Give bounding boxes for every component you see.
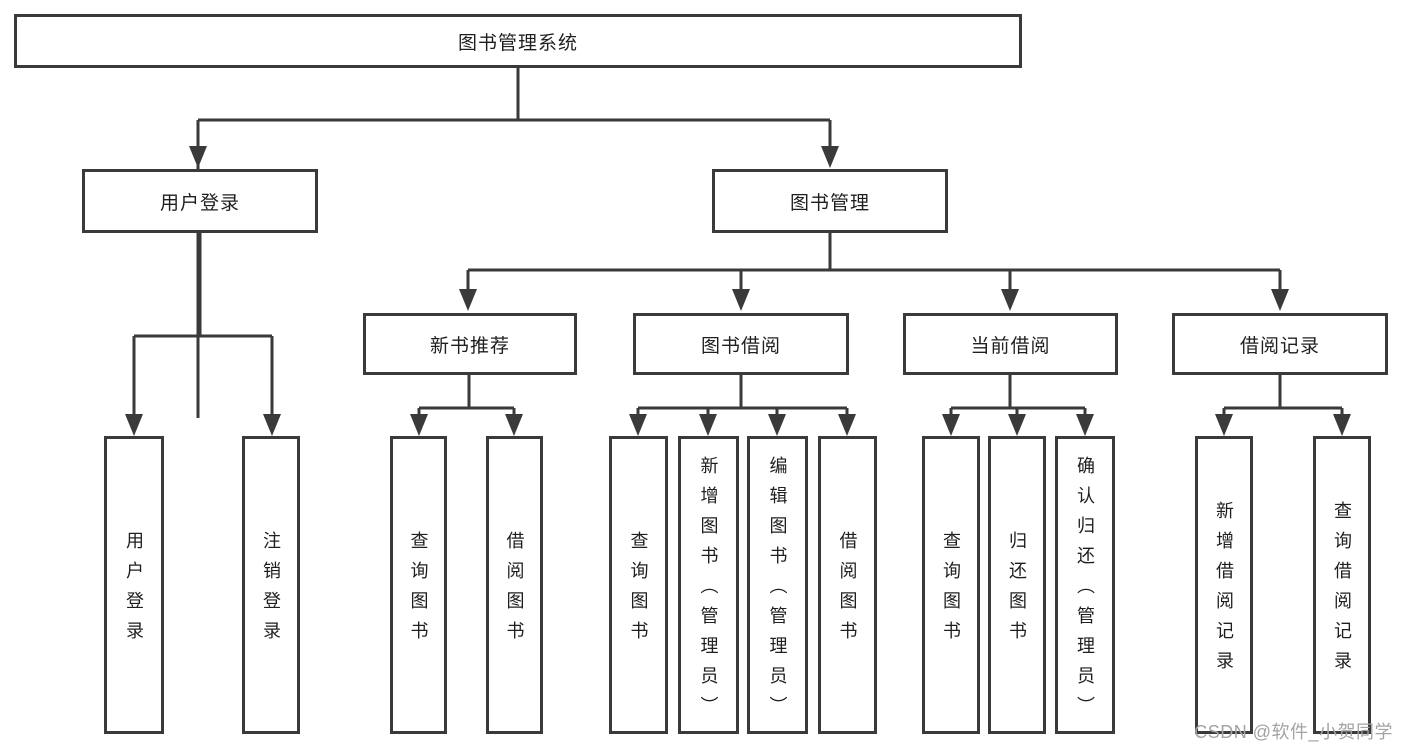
node-label: 借阅记录 [1239, 335, 1320, 357]
leaf-label: 新增图书（管理员） [698, 456, 719, 726]
leaf-user-login: 用户登录 [104, 436, 164, 734]
leaf-label: 注销登录 [261, 531, 281, 651]
leaf-query-borrow-record: 查询借阅记录 [1313, 436, 1371, 734]
leaf-label: 归还图书 [1007, 531, 1027, 651]
leaf-confirm-return-admin: 确认归还（管理员） [1055, 436, 1115, 734]
leaf-label: 借阅图书 [837, 531, 858, 651]
leaf-label: 查询借阅记录 [1332, 501, 1352, 681]
node-label: 当前借阅 [970, 335, 1051, 357]
leaf-label: 查询图书 [408, 531, 429, 651]
leaf-label: 借阅图书 [504, 531, 525, 651]
node-label: 图书管理系统 [457, 32, 578, 54]
leaf-borrow-books: 借阅图书 [486, 436, 543, 734]
leaf-borrow-books: 借阅图书 [818, 436, 877, 734]
leaf-query-books: 查询图书 [922, 436, 980, 734]
node-label: 图书管理 [789, 192, 870, 214]
node-current-borrowing: 当前借阅 [903, 313, 1118, 375]
leaf-label: 编辑图书（管理员） [767, 456, 788, 726]
leaf-label: 查询图书 [628, 531, 649, 651]
leaf-edit-book-admin: 编辑图书（管理员） [747, 436, 808, 734]
leaf-label: 查询图书 [941, 531, 961, 651]
node-label: 用户登录 [159, 192, 240, 214]
node-library-management-system: 图书管理系统 [14, 14, 1022, 68]
node-new-book-recommendation: 新书推荐 [363, 313, 577, 375]
arrowheads [125, 146, 1351, 436]
leaf-label: 新增借阅记录 [1214, 501, 1234, 681]
node-label: 图书借阅 [700, 335, 781, 357]
leaf-return-books: 归还图书 [988, 436, 1046, 734]
leaf-query-books: 查询图书 [609, 436, 668, 734]
leaf-query-books: 查询图书 [390, 436, 447, 734]
node-label: 新书推荐 [429, 335, 510, 357]
node-book-borrowing: 图书借阅 [633, 313, 849, 375]
leaf-label: 确认归还（管理员） [1075, 456, 1095, 726]
leaf-add-book-admin: 新增图书（管理员） [678, 436, 739, 734]
csdn-watermark: CSDN @软件_小贺同学 [1194, 722, 1393, 742]
leaf-add-borrow-record: 新增借阅记录 [1195, 436, 1253, 734]
node-user-login: 用户登录 [82, 169, 318, 233]
node-borrowing-records: 借阅记录 [1172, 313, 1388, 375]
leaf-logout: 注销登录 [242, 436, 300, 734]
leaf-label: 用户登录 [124, 531, 144, 651]
node-book-management: 图书管理 [712, 169, 948, 233]
